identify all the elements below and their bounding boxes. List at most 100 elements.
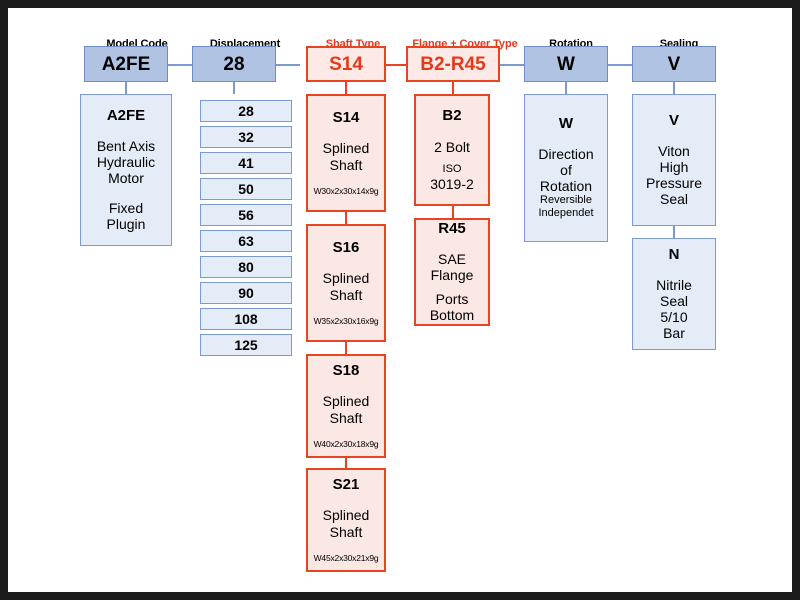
header-value-displacement: 28 — [223, 53, 245, 75]
rotation-note-1: Reversible — [540, 194, 592, 207]
shaft-line-2: Shaft — [329, 286, 363, 303]
sealing-option-v[interactable]: V Viton High Pressure Seal — [632, 94, 716, 226]
flange-line-1: SAE Flange — [430, 251, 474, 284]
shaft-spec: W40x2x30x18x9g — [313, 438, 379, 449]
displacement-value: 41 — [238, 155, 254, 171]
sealing-line-4: Seal — [659, 191, 689, 208]
displacement-value: 28 — [238, 103, 254, 119]
header-value-flange-cover-type: B2-R45 — [420, 53, 486, 75]
flange-code: R45 — [438, 219, 466, 237]
shaft-line-1: Splined — [322, 270, 370, 287]
shaft-option-s18[interactable]: S18 Splined Shaft W40x2x30x18x9g — [306, 354, 386, 458]
drop-connector-sealing — [673, 82, 675, 94]
shaft-spec: W35x2x30x16x9g — [313, 315, 379, 326]
diagram-canvas: Model Code Displacement Shaft Type Flang… — [8, 8, 792, 592]
shaft-line-1: Splined — [322, 393, 370, 410]
drop-connector-flange-cover-type — [452, 82, 454, 94]
header-connector-3 — [386, 64, 406, 66]
flange-standard-label: ISO — [442, 162, 462, 175]
shaft-code: S14 — [332, 108, 360, 126]
displacement-value: 63 — [238, 233, 254, 249]
displacement-option-108[interactable]: 108 — [200, 308, 292, 330]
flange-standard-number: 3019-2 — [430, 175, 474, 192]
header-value-sealing: V — [667, 53, 681, 75]
shaft-connector-2 — [345, 342, 347, 354]
shaft-option-s21[interactable]: S21 Splined Shaft W45x2x30x21x9g — [306, 468, 386, 572]
flange-line-1: 2 Bolt — [434, 138, 470, 155]
header-box-shaft-type[interactable]: S14 — [306, 46, 386, 82]
shaft-line-2: Shaft — [329, 523, 363, 540]
rotation-line-2: of — [560, 162, 572, 179]
shaft-connector-3 — [345, 458, 347, 468]
flange-line-3: Bottom — [429, 307, 475, 324]
header-value-model-code: A2FE — [101, 53, 151, 75]
displacement-option-63[interactable]: 63 — [200, 230, 292, 252]
shaft-line-2: Shaft — [329, 156, 363, 173]
header-value-shaft-type: S14 — [329, 53, 363, 75]
drop-connector-displacement — [233, 82, 235, 94]
header-connector-2 — [276, 64, 300, 66]
displacement-option-32[interactable]: 32 — [200, 126, 292, 148]
shaft-spec: W30x2x30x14x9g — [313, 185, 379, 196]
displacement-value: 50 — [238, 181, 254, 197]
header-box-displacement[interactable]: 28 — [192, 46, 276, 82]
drop-connector-rotation — [565, 82, 567, 94]
sealing-line-1: Viton — [658, 143, 690, 160]
shaft-option-s14[interactable]: S14 Splined Shaft W30x2x30x14x9g — [306, 94, 386, 212]
header-box-rotation[interactable]: W — [524, 46, 608, 82]
shaft-code: S16 — [332, 238, 360, 256]
diagram-frame: Model Code Displacement Shaft Type Flang… — [8, 8, 792, 592]
drop-connector-model-code — [125, 82, 127, 94]
shaft-code: S18 — [332, 361, 360, 379]
displacement-option-28[interactable]: 28 — [200, 100, 292, 122]
header-value-rotation: W — [557, 53, 575, 75]
sealing-line-4: Bar — [663, 325, 685, 342]
displacement-value: 32 — [238, 129, 254, 145]
header-box-model-code[interactable]: A2FE — [84, 46, 168, 82]
header-connector-1 — [168, 64, 192, 66]
displacement-option-125[interactable]: 125 — [200, 334, 292, 356]
rotation-code: W — [558, 114, 574, 132]
rotation-note-2: Independet — [538, 207, 594, 220]
rotation-option-w[interactable]: W Direction of Rotation Reversible Indep… — [524, 94, 608, 242]
flange-connector-1 — [452, 206, 454, 218]
displacement-value: 125 — [234, 337, 258, 353]
flange-option-b2[interactable]: B2 2 Bolt ISO 3019-2 — [414, 94, 490, 206]
option-line-3: Motor — [108, 170, 144, 187]
shaft-spec: W45x2x30x21x9g — [313, 552, 379, 563]
option-line-1: Bent Axis — [96, 138, 156, 155]
displacement-value: 108 — [234, 311, 258, 327]
sealing-option-n[interactable]: N Nitrile Seal 5/10 Bar — [632, 238, 716, 350]
shaft-option-s16[interactable]: S16 Splined Shaft W35x2x30x16x9g — [306, 224, 386, 342]
option-box-model-code-a2fe[interactable]: A2FE Bent Axis Hydraulic Motor Fixed Plu… — [80, 94, 172, 246]
sealing-code: N — [668, 245, 680, 263]
displacement-value: 90 — [238, 285, 254, 301]
displacement-option-56[interactable]: 56 — [200, 204, 292, 226]
option-line-2: Hydraulic — [96, 154, 156, 171]
displacement-option-41[interactable]: 41 — [200, 152, 292, 174]
drop-connector-shaft-type — [345, 82, 347, 94]
displacement-option-80[interactable]: 80 — [200, 256, 292, 278]
header-box-flange-cover-type[interactable]: B2-R45 — [406, 46, 500, 82]
displacement-option-50[interactable]: 50 — [200, 178, 292, 200]
option-line-4: Fixed — [108, 200, 144, 217]
rotation-line-3: Rotation — [539, 178, 593, 195]
sealing-line-3: Pressure — [645, 175, 703, 192]
header-box-sealing[interactable]: V — [632, 46, 716, 82]
displacement-value: 56 — [238, 207, 254, 223]
header-connector-5 — [608, 64, 632, 66]
sealing-connector-1 — [673, 226, 675, 238]
option-line-5: Plugin — [106, 216, 146, 233]
shaft-line-1: Splined — [322, 507, 370, 524]
sealing-line-3: 5/10 — [660, 309, 688, 326]
shaft-code: S21 — [332, 475, 360, 493]
flange-line-2: Ports — [435, 291, 469, 308]
displacement-option-90[interactable]: 90 — [200, 282, 292, 304]
shaft-line-1: Splined — [322, 140, 370, 157]
flange-option-r45[interactable]: R45 SAE Flange Ports Bottom — [414, 218, 490, 326]
option-code-a2fe: A2FE — [106, 106, 146, 124]
rotation-line-1: Direction — [538, 146, 594, 163]
shaft-line-2: Shaft — [329, 409, 363, 426]
displacement-value: 80 — [238, 259, 254, 275]
sealing-line-2: Seal — [659, 293, 689, 310]
